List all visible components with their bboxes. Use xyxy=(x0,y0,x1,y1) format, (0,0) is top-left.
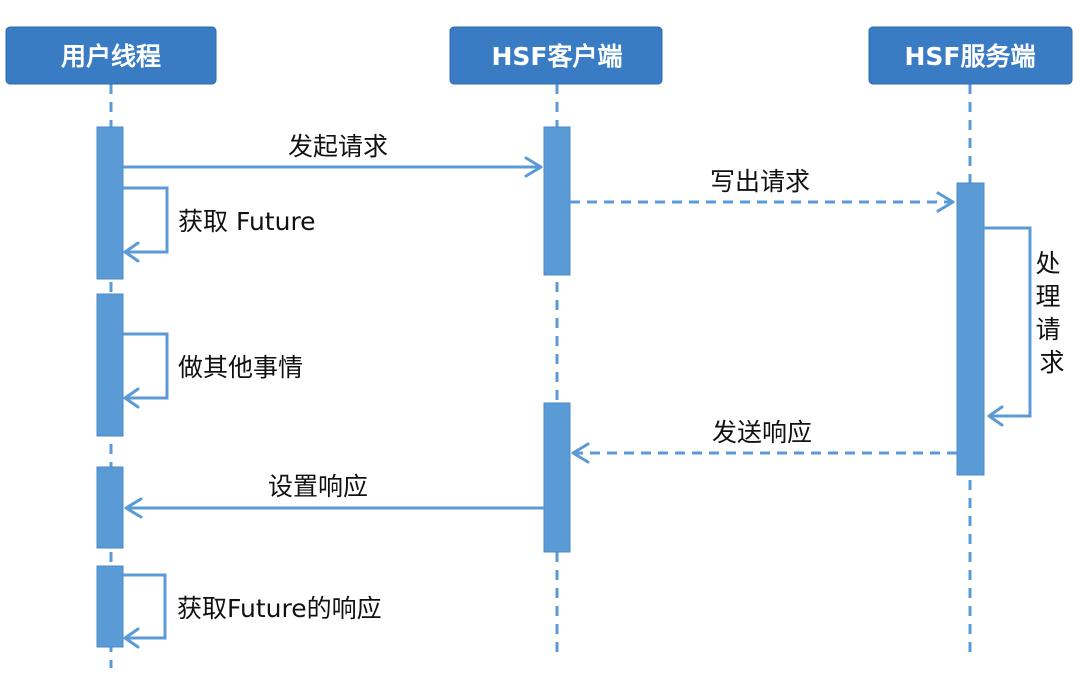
vertical-char: 处 xyxy=(1036,249,1061,278)
activation-user-3 xyxy=(96,466,124,549)
message-label: 做其他事情 xyxy=(178,353,303,382)
activation-user-4 xyxy=(96,565,124,648)
self-message-get-future: 获取 Future xyxy=(123,186,316,263)
participant-label: HSF客户端 xyxy=(491,42,622,71)
message-label: 处 理 请 求 xyxy=(1036,249,1069,377)
self-message-do-other: 做其他事情 xyxy=(123,332,303,409)
activation-user-2 xyxy=(96,293,124,437)
participant-label: HSF服务端 xyxy=(904,42,1035,71)
message-label: 获取Future的响应 xyxy=(177,594,382,623)
message-label: 发送响应 xyxy=(712,418,812,447)
message-set-response: 设置响应 xyxy=(124,472,544,519)
activation-client-1 xyxy=(543,126,571,276)
participant-user-thread: 用户线程 xyxy=(5,26,217,85)
message-send-response: 发送响应 xyxy=(571,418,957,464)
vertical-char: 求 xyxy=(1039,348,1064,377)
self-message-process-request: 处 理 请 求 xyxy=(984,226,1069,427)
activation-client-2 xyxy=(543,402,571,553)
message-label: 发起请求 xyxy=(288,132,388,161)
vertical-char: 请 xyxy=(1036,315,1061,344)
message-write-request: 写出请求 xyxy=(570,167,955,213)
participant-hsf-server: HSF服务端 xyxy=(868,26,1073,85)
activation-user-1 xyxy=(96,126,124,280)
vertical-char: 理 xyxy=(1036,282,1061,311)
message-label: 写出请求 xyxy=(710,167,810,196)
message-send-request: 发起请求 xyxy=(123,132,543,178)
self-message-get-future-response: 获取Future的响应 xyxy=(123,573,382,649)
activation-server-1 xyxy=(956,182,985,476)
participant-label: 用户线程 xyxy=(61,42,161,71)
message-label: 获取 Future xyxy=(178,207,316,236)
participant-hsf-client: HSF客户端 xyxy=(449,26,663,85)
message-label: 设置响应 xyxy=(268,472,368,501)
